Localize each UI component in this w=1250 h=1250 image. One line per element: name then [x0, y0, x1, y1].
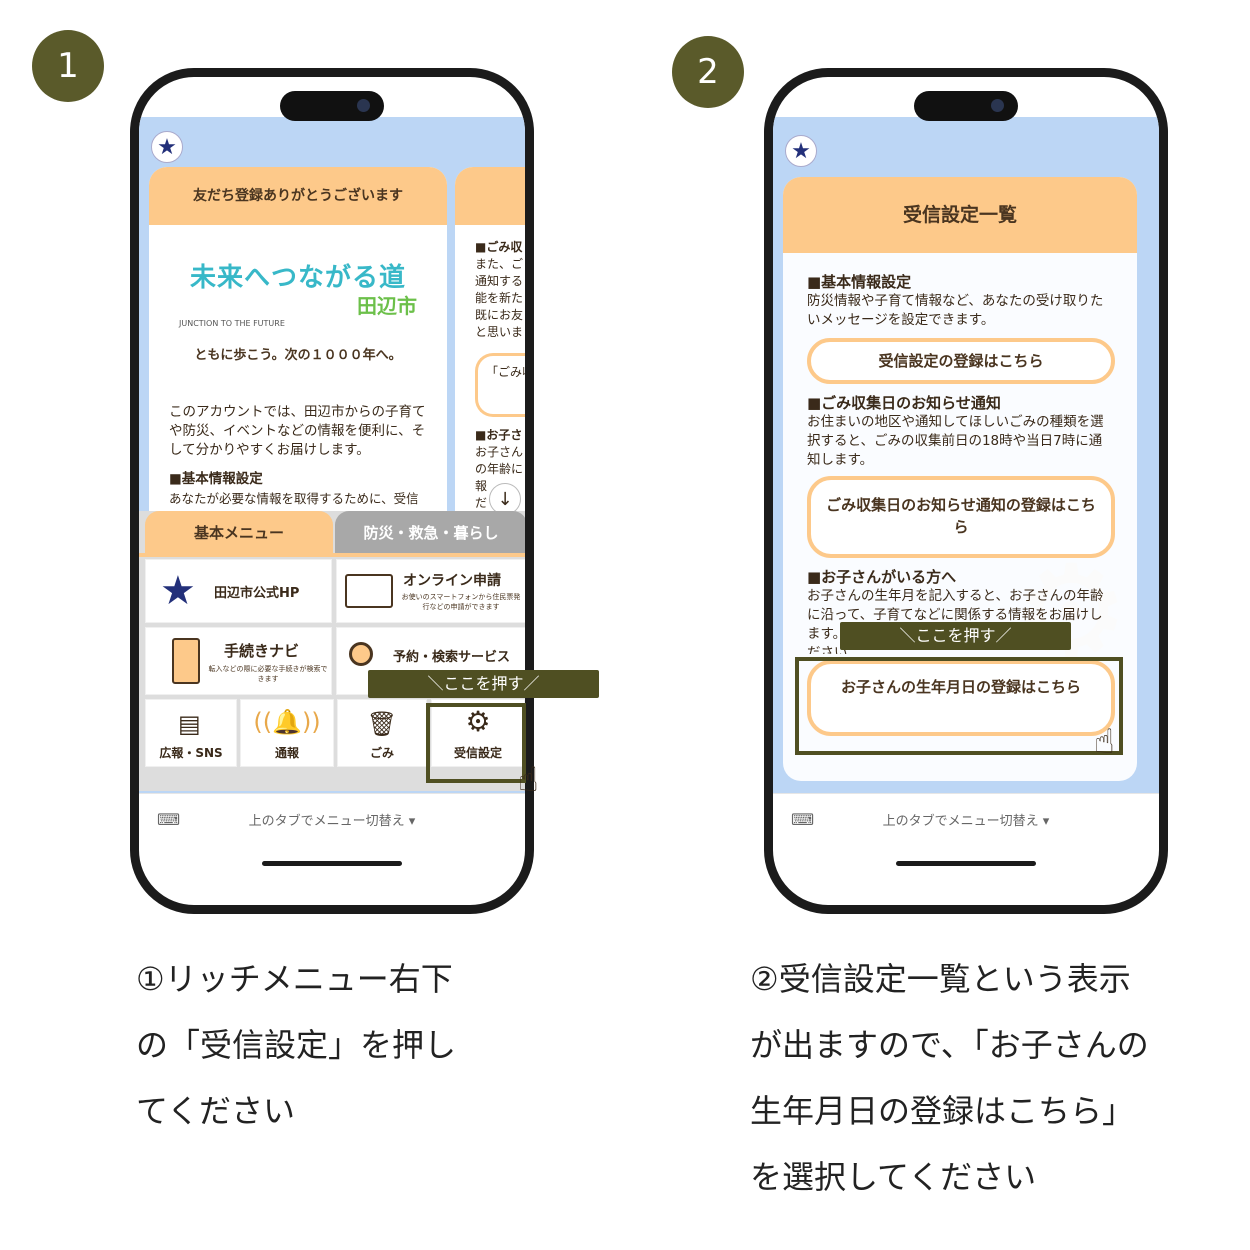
tile-online-application[interactable]: オンライン申請 お使いのスマートフォンから住民票発行などの申請ができます [336, 559, 525, 623]
phone-screen-2: ★ ⚙ 受信設定一覧 ■基本情報設定 防災情報や子育て情報など、あなたの受け取り… [773, 77, 1159, 905]
highlight-frame-2 [795, 657, 1123, 755]
gomi-heading: ■ごみ収集日のお知らせ通知 [807, 394, 1001, 412]
tile-gomi[interactable]: 🗑 ごみ [337, 699, 427, 767]
settings-card: 受信設定一覧 ■基本情報設定 防災情報や子育て情報など、あなたの受け取りたいメッ… [783, 177, 1137, 781]
welcome-card: 友だち登録ありがとうございます 未来へつながる道 田辺市 JUNCTION TO… [149, 167, 447, 547]
menu-footer[interactable]: ⌨ 上のタブでメニュー切替え ▾ [773, 793, 1159, 844]
child-heading: ■お子さんがいる方へ [807, 568, 957, 586]
bell-icon: ((🔔)) [253, 708, 321, 736]
computer-icon [345, 574, 393, 608]
trash-icon: 🗑 [366, 710, 398, 738]
home-indicator [896, 861, 1036, 866]
side-card: ■ごみ収 また、ご 通知する 能を新た 既にお友 と思いま 「ごみ収 ■お子さ … [455, 167, 525, 547]
pointing-hand-icon: ☝ [518, 760, 539, 800]
city-logo: 未来へつながる道 田辺市 JUNCTION TO THE FUTURE [179, 263, 417, 328]
keyboard-icon[interactable]: ⌨ [157, 809, 181, 829]
home-indicator [262, 861, 402, 866]
child-register-button[interactable]: お子さんの生年月日の登録はこちら [807, 660, 1115, 736]
slogan: ともに歩こう。次の１０００年へ。 [194, 348, 402, 363]
step-badge-1: 1 [32, 30, 104, 102]
newspaper-icon: ▤ [178, 710, 201, 738]
caption-1: ①リッチメニュー右下 の「受信設定」を押し てください [136, 960, 457, 1130]
settings-header: 受信設定一覧 [783, 177, 1137, 253]
phone-frame-2: ★ ⚙ 受信設定一覧 ■基本情報設定 防災情報や子育て情報など、あなたの受け取り… [764, 68, 1168, 914]
dynamic-island [280, 91, 384, 121]
star-emblem-icon: ★ [151, 131, 183, 163]
intro-text: このアカウントでは、田辺市からの子育てや防災、イベントなどの情報を便利に、そして… [169, 404, 426, 458]
tab-basic-menu[interactable]: 基本メニュー [145, 511, 333, 553]
tile-tsuho[interactable]: ((🔔)) 通報 [240, 699, 334, 767]
search-icon [349, 642, 373, 666]
gear-icon: ⚙ [465, 705, 491, 738]
tile-official-hp[interactable]: ★ 田辺市公式HP [145, 559, 332, 623]
step-badge-2: 2 [672, 36, 744, 108]
basic-heading: ■基本情報設定 [169, 471, 263, 487]
callout-press-here-1: ＼ここを押す／ [368, 670, 599, 698]
basic-register-button[interactable]: 受信設定の登録はこちら [807, 338, 1115, 384]
pointing-hand-icon: ☝ [1094, 722, 1115, 762]
phone-screen-1: ★ 友だち登録ありがとうございます 未来へつながる道 田辺市 JUNCTION … [139, 77, 525, 905]
callout-press-here-2: ＼ここを押す／ [840, 622, 1071, 650]
welcome-header: 友だち登録ありがとうございます [149, 167, 447, 225]
gomi-register-button[interactable]: ごみ収集日のお知らせ通知の登録はこちら [807, 476, 1115, 558]
tab-disaster[interactable]: 防災・救急・暮らし [335, 511, 525, 553]
menu-footer[interactable]: ⌨ 上のタブでメニュー切替え ▾ [139, 793, 525, 844]
basic-text: 防災情報や子育て情報など、あなたの受け取りたいメッセージを設定できます。 [807, 293, 1104, 328]
basic-heading: ■基本情報設定 [807, 273, 912, 291]
tile-koho-sns[interactable]: ▤ 広報・SNS [145, 699, 237, 767]
arrow-down-icon[interactable]: ↓ [489, 483, 521, 515]
keyboard-icon[interactable]: ⌨ [791, 809, 815, 829]
gomi-text: お住まいの地区や通知してほしいごみの種類を選択すると、ごみの収集前日の18時や当… [807, 414, 1104, 468]
document-icon [172, 638, 200, 684]
phone-frame-1: ★ 友だち登録ありがとうございます 未来へつながる道 田辺市 JUNCTION … [130, 68, 534, 914]
highlight-frame-1 [426, 703, 526, 783]
tile-procedure-navi[interactable]: 手続きナビ 転入などの際に必要な手続きが検索できます [145, 627, 332, 695]
star-emblem-icon: ★ [160, 568, 196, 614]
dynamic-island [914, 91, 1018, 121]
rich-menu: 基本メニュー 防災・救急・暮らし ★ 田辺市公式HP オンライン申請 お使いのス… [139, 511, 525, 791]
star-emblem-icon: ★ [785, 135, 817, 167]
caption-2: ②受信設定一覧という表示 が出ますので、「お子さんの 生年月日の登録はこちら」 … [750, 960, 1149, 1196]
